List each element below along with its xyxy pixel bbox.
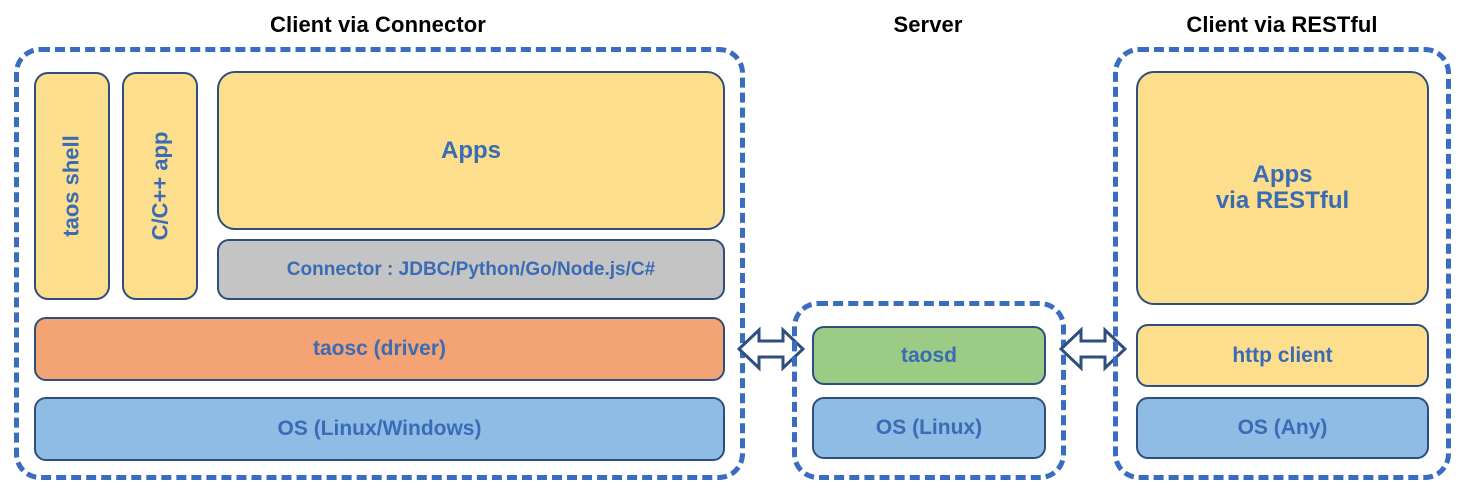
box-c-cpp-app-label: C/C++ app [147, 131, 172, 241]
box-os-linux-windows-label: OS (Linux/Windows) [277, 417, 482, 440]
section-title-server: Server [893, 12, 963, 37]
double-arrow-icon [736, 326, 806, 372]
box-os-any[interactable]: OS (Any) [1136, 397, 1429, 459]
box-taos-shell-label: taos shell [59, 135, 85, 237]
double-arrow-icon-server-restful [1058, 326, 1128, 372]
box-http-client-label: http client [1232, 343, 1333, 367]
box-c-cpp-app[interactable]: C/C++ app [122, 72, 198, 300]
group-server [792, 301, 1066, 480]
box-apps-connector-label: Apps [441, 136, 501, 164]
box-taosc-driver-label: taosc (driver) [312, 337, 447, 360]
box-os-linux-windows[interactable]: OS (Linux/Windows) [34, 397, 725, 461]
box-connector-list-label: Connector : JDBC/Python/Go/Node.js/C# [286, 258, 656, 280]
double-arrow-icon-connector-server [736, 326, 806, 372]
box-taosd[interactable]: taosd [812, 326, 1046, 385]
box-taos-shell[interactable]: taos shell [34, 72, 110, 300]
box-apps-connector[interactable]: Apps [217, 71, 725, 230]
box-http-client[interactable]: http client [1136, 324, 1429, 387]
group-client-via-connector [14, 47, 745, 480]
box-os-any-label: OS (Any) [1237, 416, 1328, 439]
box-connector-list[interactable]: Connector : JDBC/Python/Go/Node.js/C# [217, 239, 725, 300]
section-title-connector: Client via Connector [270, 12, 486, 37]
box-os-linux-label: OS (Linux) [875, 416, 983, 439]
box-taosc-driver[interactable]: taosc (driver) [34, 317, 725, 381]
box-apps-via-restful[interactable]: Apps via RESTful [1136, 71, 1429, 305]
section-title-restful: Client via RESTful [1186, 12, 1378, 37]
box-taosd-label: taosd [900, 343, 957, 367]
box-apps-via-restful-label-line2: via RESTful [1215, 187, 1350, 214]
box-os-linux[interactable]: OS (Linux) [812, 397, 1046, 459]
group-client-via-restful [1113, 47, 1451, 480]
box-apps-via-restful-label-line1: Apps [1252, 161, 1313, 188]
double-arrow-icon [1058, 326, 1128, 372]
